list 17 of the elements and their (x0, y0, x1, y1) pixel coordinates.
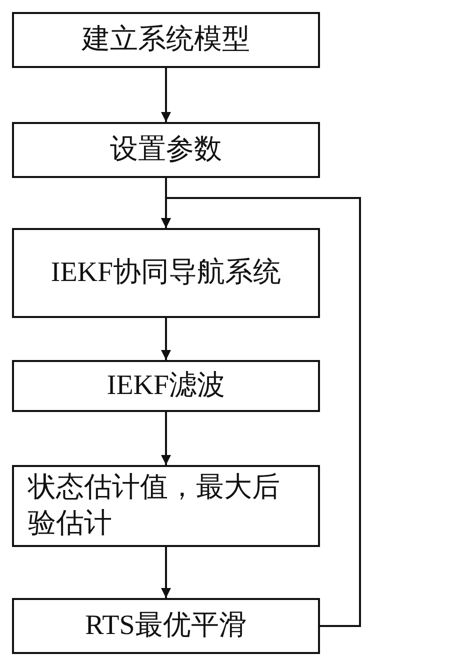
process-box (12, 360, 320, 412)
box-text: IEKF滤波 (106, 369, 226, 403)
process-box (12, 598, 320, 654)
box-text: 状态估计值，最大后验估计 (26, 471, 281, 541)
arrow (161, 547, 171, 598)
process-box (12, 122, 320, 178)
box-text: 建立系统模型 (80, 23, 251, 57)
arrow (161, 318, 171, 360)
arrow (161, 197, 361, 627)
box-text: RTS最优平滑 (84, 609, 248, 643)
process-box (12, 12, 320, 68)
box-text: 设置参数 (109, 133, 223, 167)
box-text: IEKF协同导航系统 (50, 256, 282, 290)
process-box (12, 465, 320, 547)
arrow (161, 412, 171, 465)
process-box (12, 228, 320, 318)
arrow (161, 68, 171, 122)
